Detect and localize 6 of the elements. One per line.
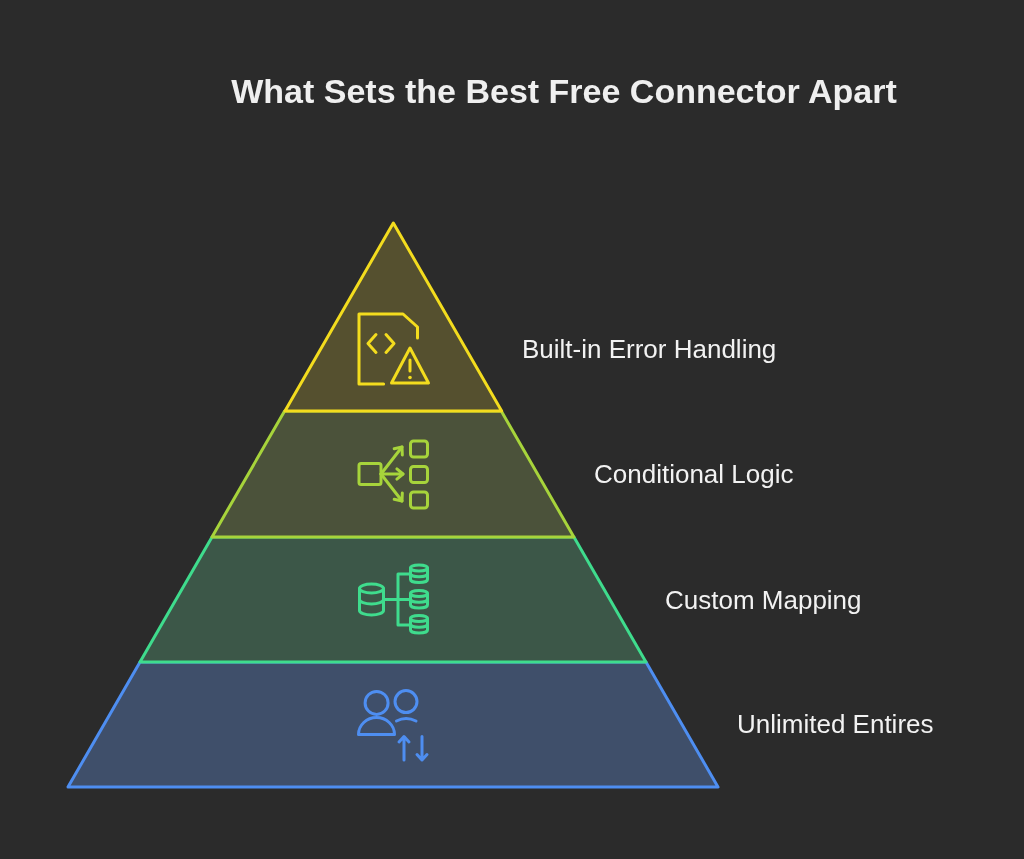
tier-label: Custom Mapping [665, 585, 862, 615]
tier-label: Built-in Error Handling [522, 334, 777, 364]
tier-label: Unlimited Entires [737, 709, 934, 739]
pyramid-tier [208, 407, 578, 541]
title: What Sets the Best Free Connector Apart [231, 71, 897, 111]
tier-label: Conditional Logic [594, 459, 794, 489]
